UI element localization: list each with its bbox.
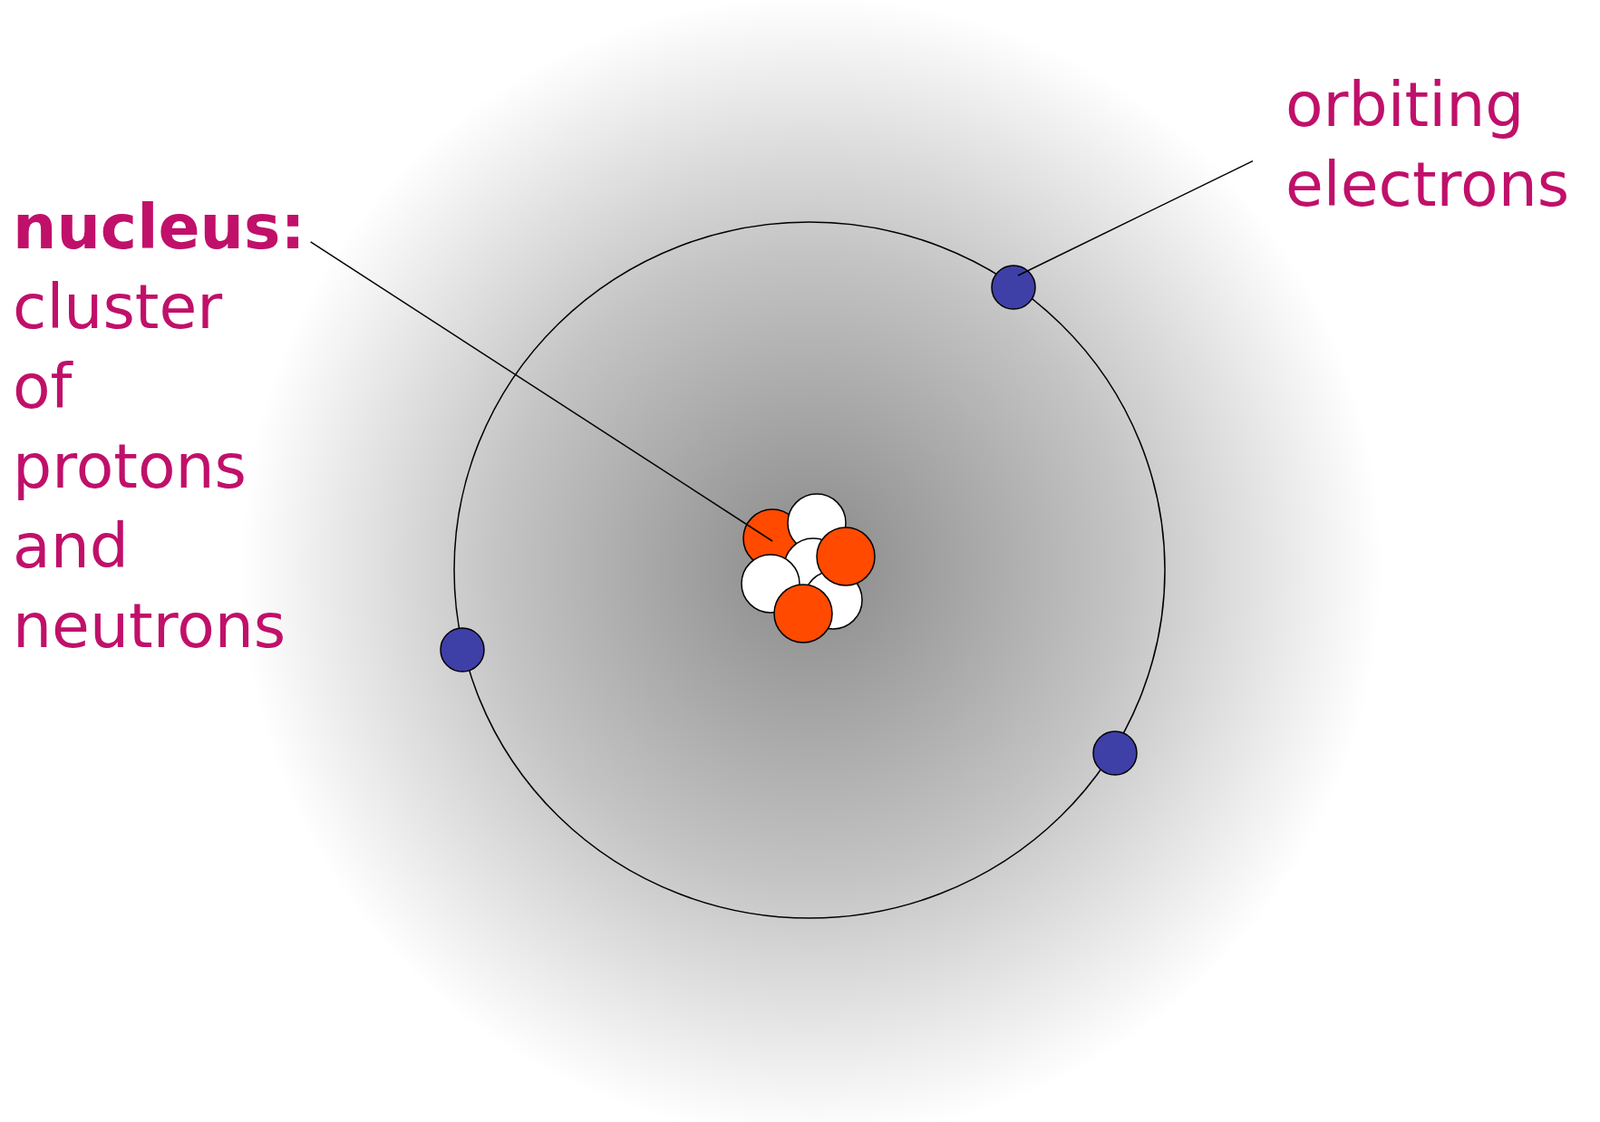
electrons (440, 265, 1137, 776)
proton (774, 584, 833, 643)
nucleus-cluster (741, 494, 875, 643)
electron-cloud (240, 0, 1383, 1122)
electron-orbit (454, 222, 1165, 919)
electron (1093, 731, 1137, 776)
label-holder: orbiting electrons (1285, 65, 1570, 225)
electron (440, 628, 485, 672)
part-description: cluster of protons and neutrons (12, 267, 286, 667)
proton (816, 527, 875, 586)
label-holder: cluster of protons and neutrons (12, 267, 286, 667)
leader-line (1018, 161, 1253, 276)
label-holder: nucleus: (12, 187, 306, 268)
part-name: nucleus: (12, 187, 306, 268)
leader-line (310, 242, 773, 542)
electron (991, 265, 1036, 310)
part-name: orbiting electrons (1285, 65, 1570, 225)
